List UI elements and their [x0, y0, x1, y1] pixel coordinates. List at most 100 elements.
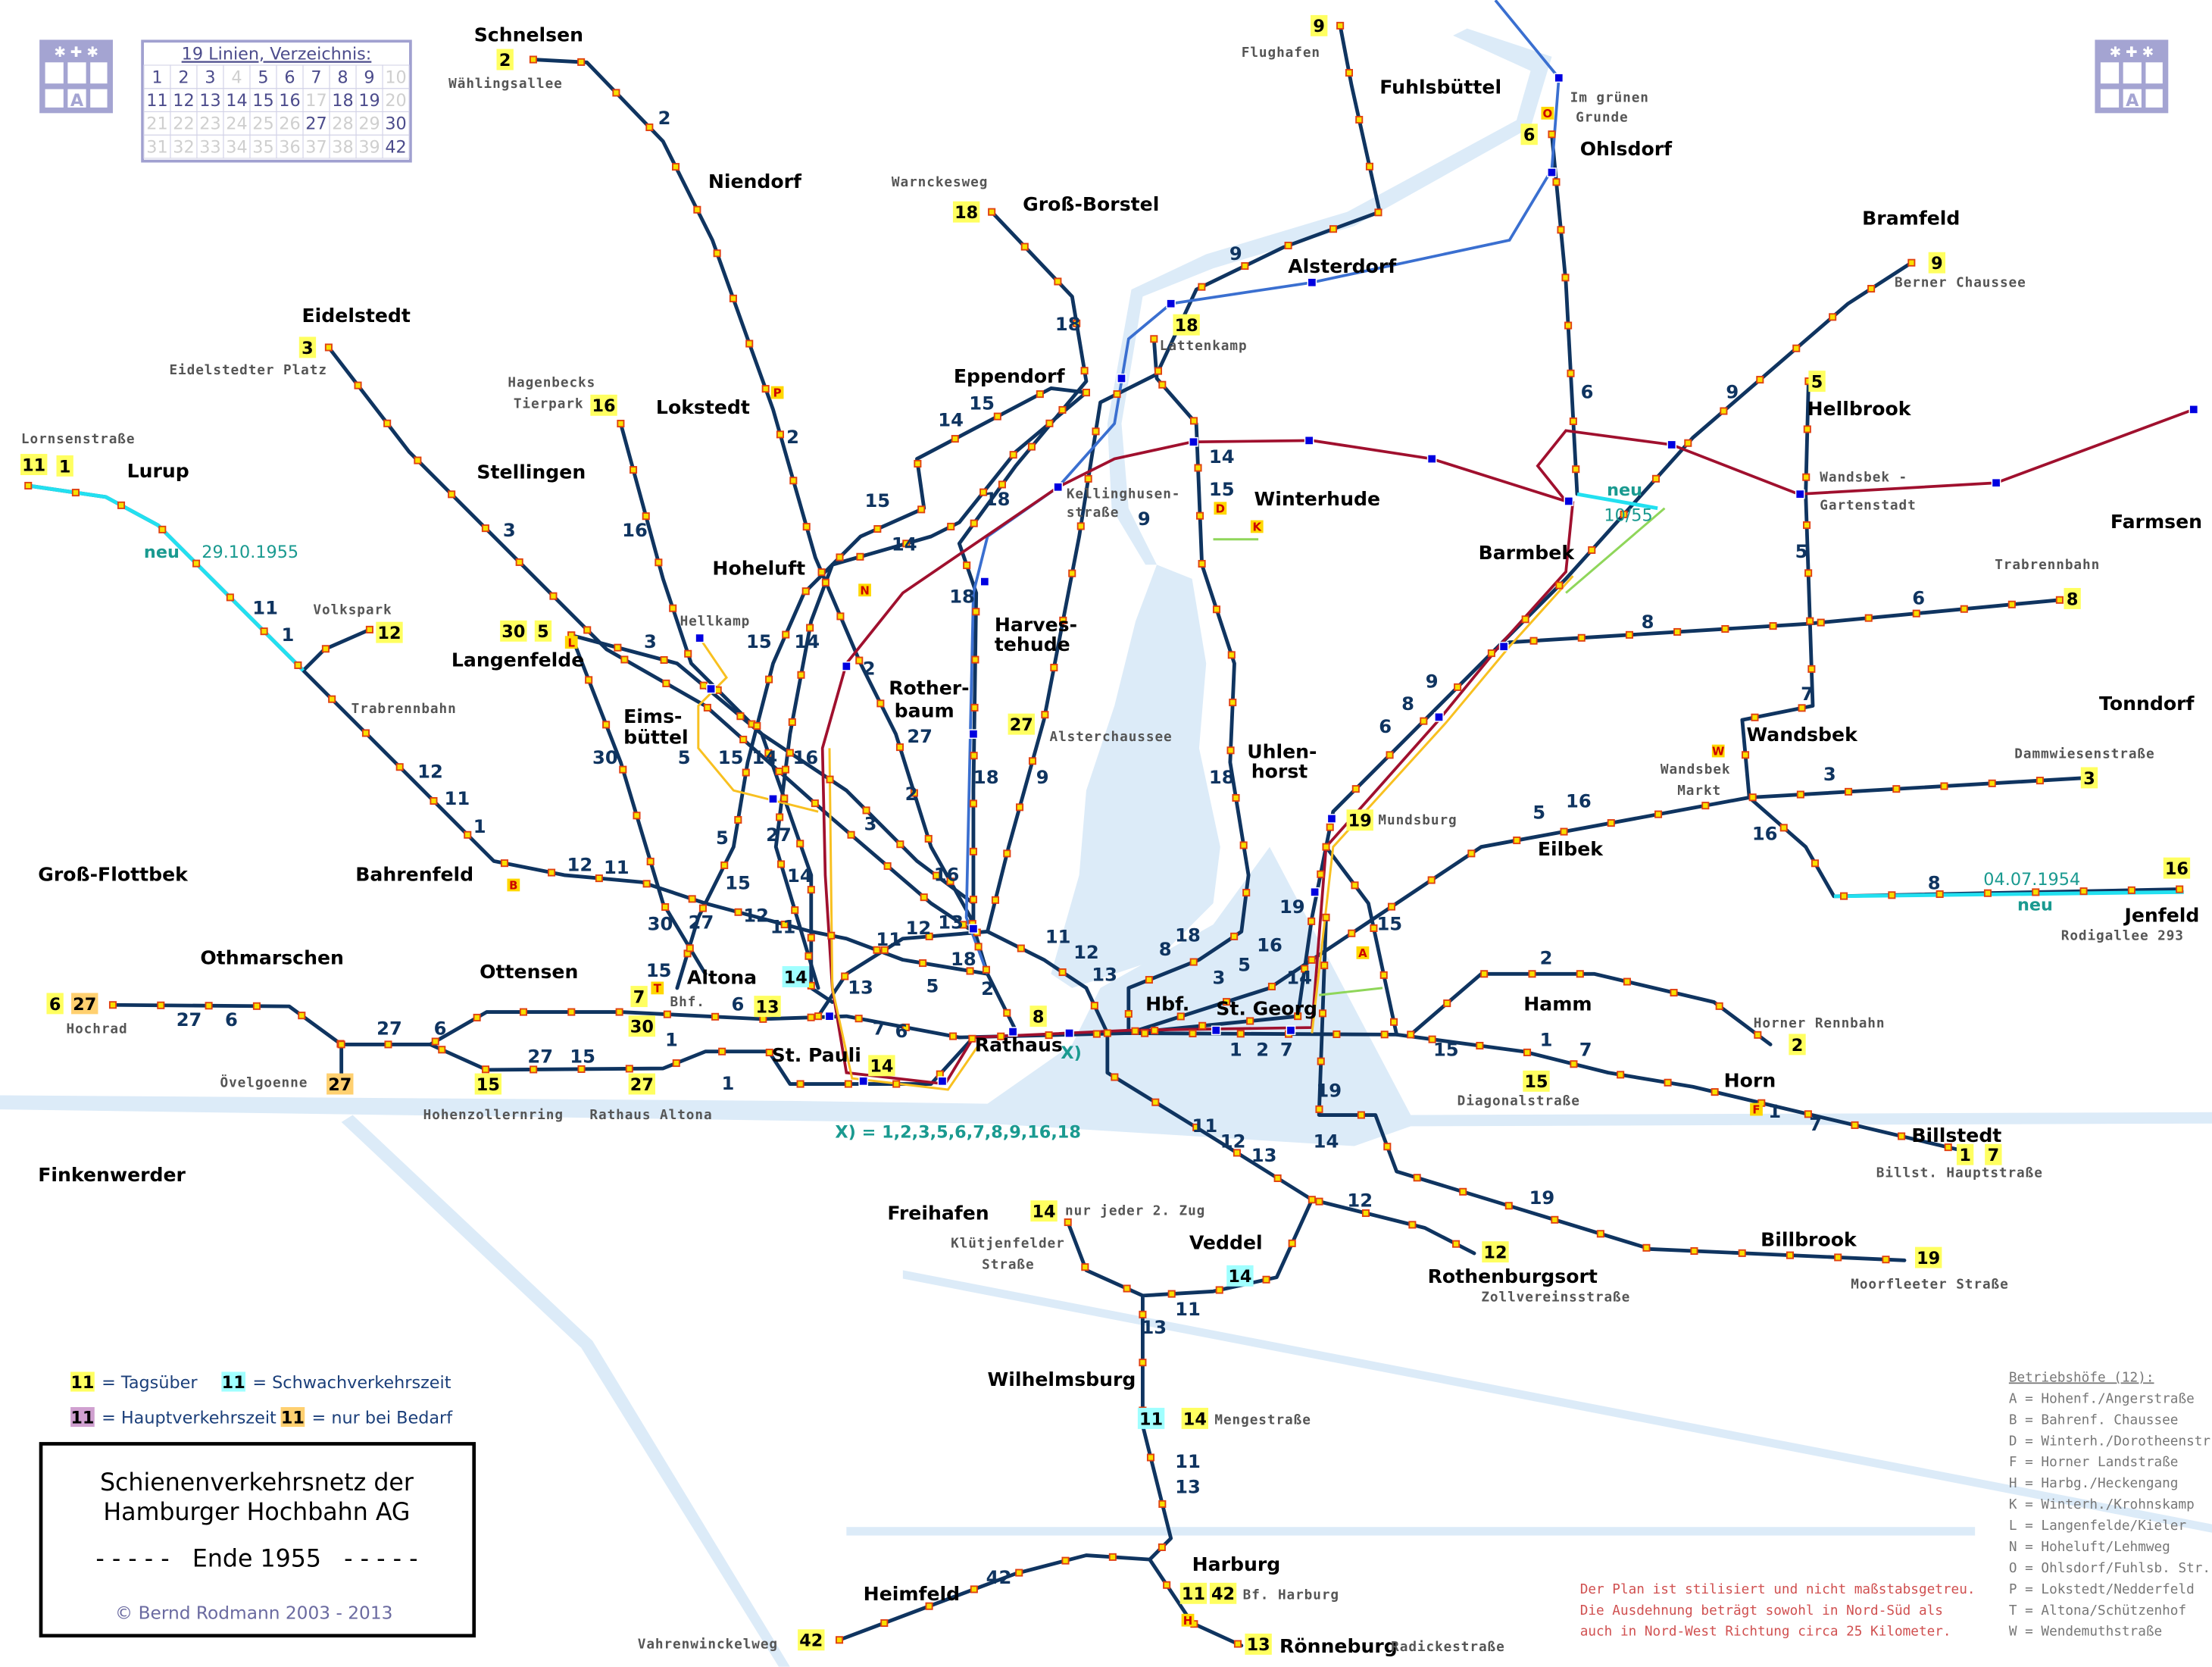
tram-stop[interactable]	[789, 477, 798, 485]
line-11-12-13-south[interactable]	[1105, 1031, 1476, 1256]
line-badge-7[interactable]: 7	[1985, 1143, 2002, 1165]
tram-stop[interactable]	[1058, 968, 1067, 977]
tram-stop[interactable]	[661, 902, 670, 912]
tram-stop[interactable]	[836, 612, 845, 621]
depot-marker-H[interactable]: H	[1181, 1614, 1195, 1628]
tram-stop[interactable]	[880, 1619, 889, 1628]
tram-stop[interactable]	[1054, 277, 1062, 286]
index-line-15[interactable]: 15	[252, 91, 273, 111]
line-number-label[interactable]: 2	[786, 427, 799, 448]
ubahn-station-icon[interactable]	[858, 1076, 869, 1087]
tram-stop[interactable]	[548, 868, 556, 877]
tram-stop[interactable]	[686, 944, 694, 952]
tram-stop[interactable]	[966, 967, 974, 975]
line-number-label[interactable]: 6	[225, 1009, 238, 1031]
index-line-3[interactable]: 3	[205, 67, 215, 87]
line-badge-11[interactable]: 11	[20, 454, 48, 475]
tram-stop[interactable]	[1196, 511, 1204, 520]
tram-stop[interactable]	[1944, 1143, 1952, 1152]
tram-stop[interactable]	[614, 643, 622, 652]
tram-stop[interactable]	[1390, 1018, 1398, 1026]
tram-stop[interactable]	[1288, 1239, 1296, 1247]
tram-stop[interactable]	[1139, 1359, 1147, 1367]
tram-stop[interactable]	[1167, 1290, 1176, 1298]
line-badge-14[interactable]: 14	[1226, 1265, 1254, 1287]
index-line-11[interactable]: 11	[146, 91, 167, 111]
tram-stop[interactable]	[807, 934, 815, 942]
index-line-2[interactable]: 2	[178, 67, 189, 87]
tram-stop[interactable]	[951, 435, 959, 443]
tram-stop[interactable]	[946, 877, 954, 886]
line-number-label[interactable]: 12	[1220, 1131, 1246, 1152]
tram-stop[interactable]	[1329, 225, 1338, 233]
tram-stop[interactable]	[1333, 1030, 1341, 1038]
tram-stop[interactable]	[384, 1040, 392, 1049]
tram-stop[interactable]	[971, 655, 979, 664]
tram-stop[interactable]	[1779, 824, 1788, 832]
tram-stop[interactable]	[1907, 258, 1916, 267]
tram-stop[interactable]	[1090, 1002, 1098, 1010]
ubahn-station-icon[interactable]	[968, 729, 979, 740]
tram-stop[interactable]	[672, 1059, 680, 1068]
tram-stop[interactable]	[1151, 1027, 1159, 1035]
tram-stop[interactable]	[688, 895, 696, 903]
tram-stop[interactable]	[567, 1008, 576, 1016]
line-number-label[interactable]: 16	[934, 864, 960, 885]
tram-stop[interactable]	[1111, 1073, 1119, 1081]
tram-stop[interactable]	[745, 339, 754, 348]
tram-stop[interactable]	[862, 806, 870, 815]
line-3-east[interactable]	[1126, 776, 2090, 1035]
tram-stop[interactable]	[1355, 115, 1364, 124]
line-number-label[interactable]: 2	[1540, 947, 1553, 968]
line-number-label[interactable]: 5	[926, 976, 939, 997]
tram-stop[interactable]	[481, 524, 489, 533]
tram-stop[interactable]	[1561, 274, 1570, 282]
tram-stop[interactable]	[968, 1034, 976, 1043]
tram-stop[interactable]	[947, 522, 955, 530]
line-number-label[interactable]: 30	[648, 914, 673, 935]
line-number-label[interactable]: 11	[604, 857, 630, 878]
ubahn-station-icon[interactable]	[1064, 1028, 1074, 1038]
line-number-label[interactable]: 2	[981, 978, 994, 999]
tram-stop[interactable]	[827, 931, 836, 940]
line-number-label[interactable]: 3	[644, 631, 657, 652]
line-number-label[interactable]: 15	[1209, 479, 1235, 500]
tram-stop[interactable]	[1158, 380, 1167, 389]
tram-stop[interactable]	[1452, 1240, 1461, 1248]
line-badge-1[interactable]: 1	[1956, 1143, 1974, 1165]
line-number-label[interactable]: 16	[1566, 791, 1592, 812]
tram-stop[interactable]	[529, 55, 537, 64]
tram-stop[interactable]	[1684, 439, 1692, 447]
tram-stop[interactable]	[473, 1013, 481, 1021]
tram-stop[interactable]	[1351, 785, 1360, 793]
tram-stop[interactable]	[993, 412, 1001, 421]
tram-stop[interactable]	[1064, 1218, 1072, 1227]
index-line-19[interactable]: 19	[358, 91, 380, 111]
tram-stop[interactable]	[1383, 1143, 1392, 1151]
line-badge-5[interactable]: 5	[1808, 371, 1826, 393]
tram-stop[interactable]	[646, 857, 655, 865]
line-number-label[interactable]: 12	[567, 854, 593, 875]
line-number-label[interactable]: 13	[938, 912, 964, 934]
tram-stop[interactable]	[2055, 596, 2064, 604]
tram-stop[interactable]	[1867, 284, 1876, 293]
tram-stop[interactable]	[780, 921, 789, 929]
tram-stop[interactable]	[1552, 178, 1561, 186]
tram-stop[interactable]	[1301, 965, 1309, 973]
tram-stop[interactable]	[1803, 521, 1811, 530]
tram-stop[interactable]	[847, 830, 855, 839]
ubahn-station-icon[interactable]	[1498, 641, 1509, 652]
tram-stop[interactable]	[481, 1065, 490, 1074]
tram-stop[interactable]	[791, 906, 799, 915]
tram-stop[interactable]	[1189, 958, 1198, 966]
tram-stop[interactable]	[1748, 793, 1757, 802]
tram-stop[interactable]	[1027, 443, 1036, 451]
line-number-label[interactable]: 8	[1159, 939, 1172, 960]
tram-stop[interactable]	[963, 561, 971, 570]
line-number-label[interactable]: 11	[1175, 1451, 1201, 1472]
tram-stop[interactable]	[1308, 955, 1316, 964]
tram-stop[interactable]	[1577, 633, 1586, 642]
tram-stop[interactable]	[1326, 823, 1334, 831]
tram-stop[interactable]	[1454, 683, 1462, 691]
tram-stop[interactable]	[625, 1065, 633, 1073]
